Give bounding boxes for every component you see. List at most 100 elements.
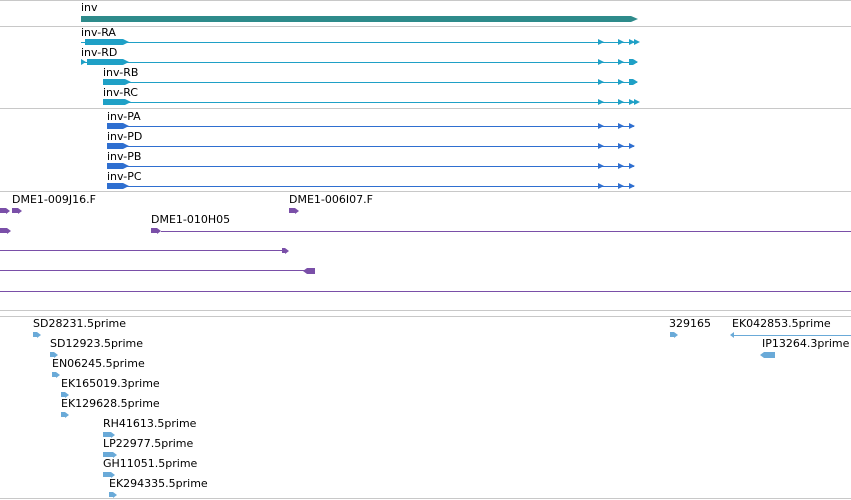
est-block [33,332,37,337]
est-label: 329165 [669,317,711,330]
exon-arrow-icon [123,123,129,129]
exon-arrow-icon [598,39,604,45]
exon-arrow-icon [123,59,129,65]
est-label: IP13264.3prime [762,337,850,350]
est-label: SD28231.5prime [33,317,126,330]
clone-line [0,270,305,271]
protein-feature-inv-pb[interactable]: inv-PB [107,151,642,171]
clone-label: DME1-010H05 [151,213,231,226]
est-arrow-icon [111,472,115,478]
exon-arrow-icon [123,39,129,45]
exon-arrow-icon [123,143,129,149]
est-feature[interactable]: 329165 [669,318,724,338]
exon-arrow-icon [629,163,635,169]
est-feature[interactable]: RH41613.5prime [103,418,223,438]
intron-line [81,62,637,63]
est-line [734,335,851,336]
clone-line[interactable] [0,291,851,292]
exon-arrow-icon [629,123,635,129]
exon-arrow-icon [634,39,640,45]
exon-arrow-icon [618,163,624,169]
clone-arrow-icon [295,208,299,214]
exon-arrow-icon [598,59,604,65]
mrna-feature-inv-ra[interactable]: inv-RA [81,27,651,47]
clone-span[interactable] [0,246,300,256]
gene-feature-inv[interactable]: inv [81,2,641,24]
est-block [670,332,674,337]
protein-label: inv-PB [107,150,142,163]
track-separator [0,191,851,192]
intron-line [107,126,634,127]
exon-block [103,79,125,85]
est-feature[interactable]: EN06245.5prime [52,358,172,378]
exon-arrow-icon [633,59,638,65]
clone-block [307,268,315,274]
exon-block [629,59,633,65]
clone-line [0,250,282,251]
track-separator [0,26,851,27]
clone-arrow-icon [7,228,11,234]
est-feature[interactable]: GH11051.5prime [103,458,223,478]
est-label: LP22977.5prime [103,437,194,450]
est-label: EN06245.5prime [52,357,145,370]
est-arrow-icon [65,412,69,418]
exon-arrow-icon [629,39,635,45]
est-block [109,492,113,497]
est-feature[interactable]: SD28231.5prime [33,318,153,338]
est-arrow-icon [113,492,117,498]
est-feature[interactable]: EK042853.5prime [730,318,851,338]
gene-arrow-icon [631,16,638,22]
clone-block [151,228,157,233]
mrna-feature-inv-rc[interactable]: inv-RC [103,87,648,107]
est-label: EK042853.5prime [732,317,831,330]
est-arrow-icon [760,352,764,358]
mrna-feature-inv-rb[interactable]: inv-RB [103,67,648,87]
est-feature[interactable]: SD12923.5prime [50,338,170,358]
track-separator [0,108,851,109]
protein-feature-inv-pa[interactable]: inv-PA [107,111,642,131]
clone-feature-dme1-009j16[interactable]: DME1-009J16.F [0,194,120,214]
exon-arrow-icon [633,79,638,85]
intron-line [107,186,634,187]
est-feature[interactable]: IP13264.3prime [760,338,851,358]
mrna-label: inv-RB [103,66,139,79]
protein-feature-inv-pd[interactable]: inv-PD [107,131,642,151]
exon-arrow-icon [598,143,604,149]
est-block [61,392,65,397]
est-feature[interactable]: EK129628.5prime [61,398,181,418]
exon-arrow-icon [618,99,624,105]
exon-arrow-icon [125,99,131,105]
clone-arrow-icon [18,208,22,214]
mrna-feature-inv-rd[interactable]: inv-RD [81,47,651,67]
protein-feature-inv-pc[interactable]: inv-PC [107,171,642,191]
clone-label: DME1-009J16.F [12,193,96,206]
est-block [103,472,111,477]
exon-arrow-icon [618,59,624,65]
intron-line [107,146,634,147]
exon-arrow-icon [629,183,635,189]
clone-feature-dme1-006i07[interactable]: DME1-006I07.F [289,194,399,214]
intron-line [103,102,637,103]
clone-arrow-icon [303,268,307,274]
exon-block [107,163,123,169]
gene-bar [81,16,631,22]
clone-block [289,208,295,213]
est-block [103,452,113,457]
track-separator [0,310,851,311]
est-block [52,372,56,377]
est-block [764,352,775,358]
est-feature[interactable]: LP22977.5prime [103,438,223,458]
clone-feature-dme1-010h05[interactable]: DME1-010H05 [0,214,851,234]
est-feature[interactable]: EK294335.5prime [109,478,229,498]
exon-arrow-icon [618,39,624,45]
est-feature[interactable]: EK165019.3prime [61,378,181,398]
est-label: GH11051.5prime [103,457,198,470]
clone-block [0,208,6,213]
protein-label: inv-PA [107,110,141,123]
gene-label: inv [81,1,98,14]
clone-span[interactable] [0,266,320,276]
est-arrow-icon [65,392,69,398]
est-block [103,432,111,437]
track-separator [0,316,851,317]
